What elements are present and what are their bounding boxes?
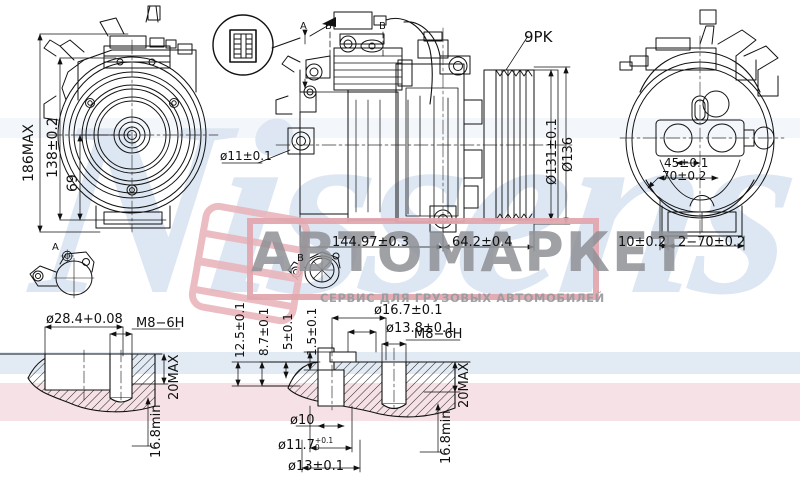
dim-foot-offset-10: 10±0.2: [618, 235, 667, 250]
dim-16-8min-b: 16.8min: [439, 410, 454, 464]
dim-hole-11: ø11±0.1: [220, 149, 272, 163]
dim-70: 70±0.2: [662, 169, 707, 183]
dim-69: 69: [65, 174, 81, 192]
dim-dia-136: Ø136: [561, 136, 576, 172]
dim-bore-16-7: ø16.7±0.1: [374, 303, 443, 318]
label-9pk: 9PK: [524, 28, 553, 46]
dim-bore-13: ø13±0.1: [288, 459, 345, 474]
dim-offset-64: 64.2±0.4: [452, 235, 513, 250]
dim-1-5: 1.5±0.1: [305, 307, 319, 356]
dim-bore-13-8: ø13.8±0.1: [386, 321, 455, 336]
dim-dia-131: Ø131±0.1: [545, 118, 560, 185]
dim-bore-28-4: ø28.4+0.08: [46, 312, 123, 327]
dim-138: 138±0.2: [45, 117, 61, 178]
dim-16-8min-a: 16.8min: [149, 404, 164, 458]
dim-8-7: 8.7±0.1: [257, 307, 271, 356]
section-mark-b-left: B: [325, 21, 332, 32]
section-mark-a-side: A: [300, 21, 307, 32]
section-mark-b-right: B: [379, 21, 386, 32]
dim-45: 45±0.1: [664, 156, 709, 170]
dim-length-144: 144.97±0.3: [332, 235, 410, 250]
section-mark-a-front: A: [52, 242, 59, 253]
dim-12-5: 12.5±0.1: [233, 302, 247, 358]
dim-20max-a: 20MAX: [167, 354, 182, 400]
dim-thread-m8-b: M8−6H: [414, 327, 463, 342]
dim-foot-width-70: 2−70±0.2: [678, 235, 746, 250]
dim-20max-b: 20MAX: [457, 362, 472, 408]
dim-thread-m8-a: M8−6H: [136, 316, 185, 331]
section-mark-b-bottom: B: [297, 253, 304, 264]
dim-5: 5±0.1: [281, 313, 295, 350]
dim-186max: 186MAX: [21, 124, 37, 182]
dim-bore-11-7-value: ø11.7: [278, 438, 315, 454]
dim-bore-10: ø10: [290, 413, 315, 428]
